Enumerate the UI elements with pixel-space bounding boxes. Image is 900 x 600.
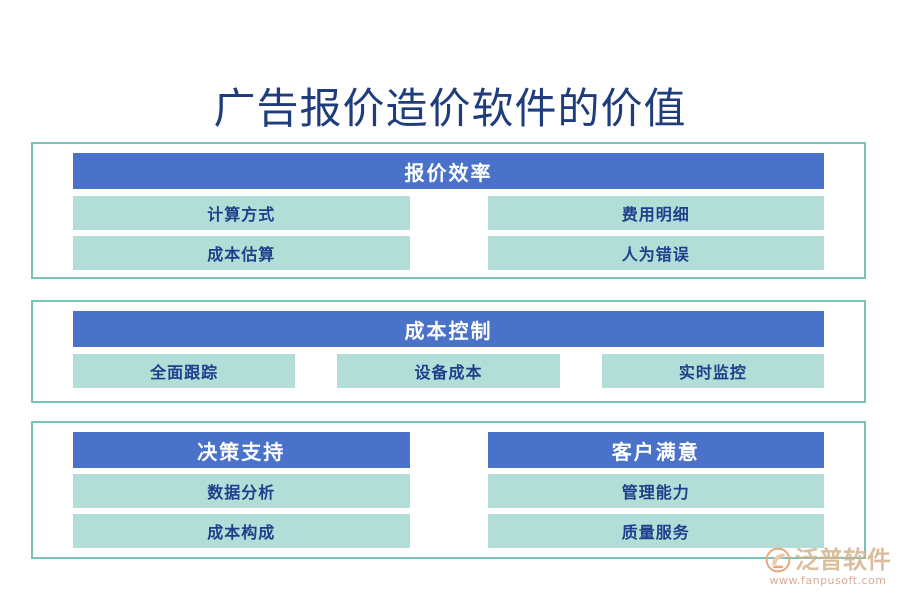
brand-name: 泛普软件 (795, 546, 891, 574)
item-expense-details[interactable]: 费用明细 (487, 196, 824, 230)
item-equipment-cost[interactable]: 设备成本 (337, 354, 560, 388)
fanpu-mark-icon (765, 547, 791, 573)
section-header-customer-satisfaction[interactable]: 客户满意 (487, 432, 824, 468)
section-decision-and-satisfaction: 决策支持 数据分析 成本构成 客户满意 管理能力 质量服务 (31, 421, 866, 559)
item-data-analysis[interactable]: 数据分析 (73, 474, 410, 508)
item-management-capability[interactable]: 管理能力 (487, 474, 824, 508)
section-2-grid: 全面跟踪 设备成本 实时监控 (73, 354, 824, 388)
section-cost-control: 成本控制 全面跟踪 设备成本 实时监控 (31, 300, 866, 403)
section-1-column-left: 计算方式 成本估算 (73, 196, 410, 270)
brand-logo-row: 泛普软件 (765, 547, 891, 573)
section-1-grid: 计算方式 成本估算 费用明细 人为错误 (73, 196, 824, 270)
section-1-column-right: 费用明细 人为错误 (487, 196, 824, 270)
item-realtime-monitoring[interactable]: 实时监控 (601, 354, 824, 388)
section-header-1[interactable]: 报价效率 (73, 153, 824, 189)
section-quotation-efficiency: 报价效率 计算方式 成本估算 费用明细 人为错误 (31, 142, 866, 279)
item-calculation-method[interactable]: 计算方式 (73, 196, 410, 230)
section-header-2[interactable]: 成本控制 (73, 311, 824, 347)
section-3-grid: 决策支持 数据分析 成本构成 客户满意 管理能力 质量服务 (73, 432, 824, 548)
brand-logo: 泛普软件 www.fanpusoft.com (762, 541, 894, 593)
section-3-column-right: 客户满意 管理能力 质量服务 (487, 432, 824, 548)
item-cost-estimation[interactable]: 成本估算 (73, 236, 410, 270)
page-title: 广告报价造价软件的价值 (213, 84, 687, 133)
section-header-decision-support[interactable]: 决策支持 (73, 432, 410, 468)
item-quality-service[interactable]: 质量服务 (487, 514, 824, 548)
item-full-tracking[interactable]: 全面跟踪 (73, 354, 296, 388)
item-cost-composition[interactable]: 成本构成 (73, 514, 410, 548)
item-human-error[interactable]: 人为错误 (487, 236, 824, 270)
brand-url: www.fanpusoft.com (769, 574, 887, 587)
section-3-column-left: 决策支持 数据分析 成本构成 (73, 432, 410, 548)
